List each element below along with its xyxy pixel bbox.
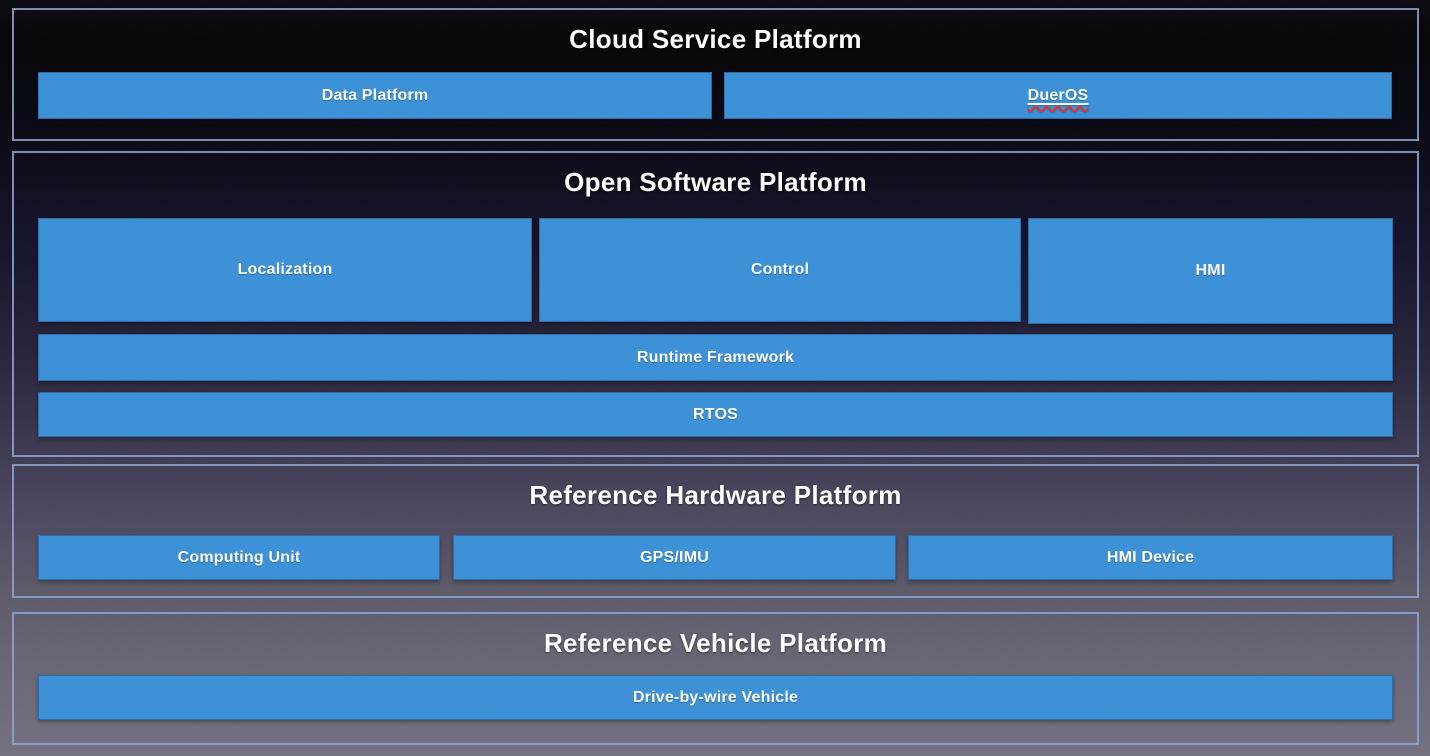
box-rtos: RTOS (38, 392, 1393, 437)
box-label: Data Platform (321, 86, 429, 104)
box-hmi: HMI (1028, 218, 1393, 324)
box-label: Localization (237, 261, 333, 278)
box-label: RTOS (693, 405, 738, 423)
box-data-platform: Data Platform (38, 72, 712, 119)
section-reference-vehicle-platform: Reference Vehicle Platform Drive-by-wire… (12, 612, 1419, 745)
box-gps-imu: GPS/IMU (453, 535, 896, 580)
box-label: HMI Device (1106, 548, 1195, 566)
box-computing-unit: Computing Unit (38, 535, 440, 580)
reference-hardware-platform-title: Reference Hardware Platform (529, 480, 902, 510)
section-reference-hardware-platform: Reference Hardware Platform Computing Un… (12, 464, 1419, 598)
box-control: Control (539, 218, 1021, 322)
section-open-software-platform: Open Software Platform Localization Cont… (12, 151, 1419, 457)
reference-vehicle-platform-title: Reference Vehicle Platform (543, 628, 888, 658)
section-cloud-service-platform: Cloud Service Platform Data Platform Due… (12, 8, 1419, 141)
box-label: HMI (1195, 262, 1226, 279)
box-label: DuerOS (1027, 86, 1089, 104)
box-drive-by-wire-vehicle: Drive-by-wire Vehicle (38, 675, 1393, 720)
box-label: GPS/IMU (640, 548, 709, 566)
box-label: Drive-by-wire Vehicle (632, 688, 799, 706)
spellcheck-squiggle: DuerOS (1028, 87, 1089, 105)
cloud-service-platform-title: Cloud Service Platform (569, 24, 862, 54)
open-software-platform-title: Open Software Platform (564, 167, 867, 197)
box-runtime-framework: Runtime Framework (38, 334, 1393, 381)
box-dueros: DuerOS (724, 72, 1392, 119)
box-label: Computing Unit (177, 548, 301, 566)
box-label: Runtime Framework (636, 348, 795, 366)
box-label: Control (750, 261, 810, 278)
box-localization: Localization (38, 218, 532, 322)
box-hmi-device: HMI Device (908, 535, 1393, 580)
